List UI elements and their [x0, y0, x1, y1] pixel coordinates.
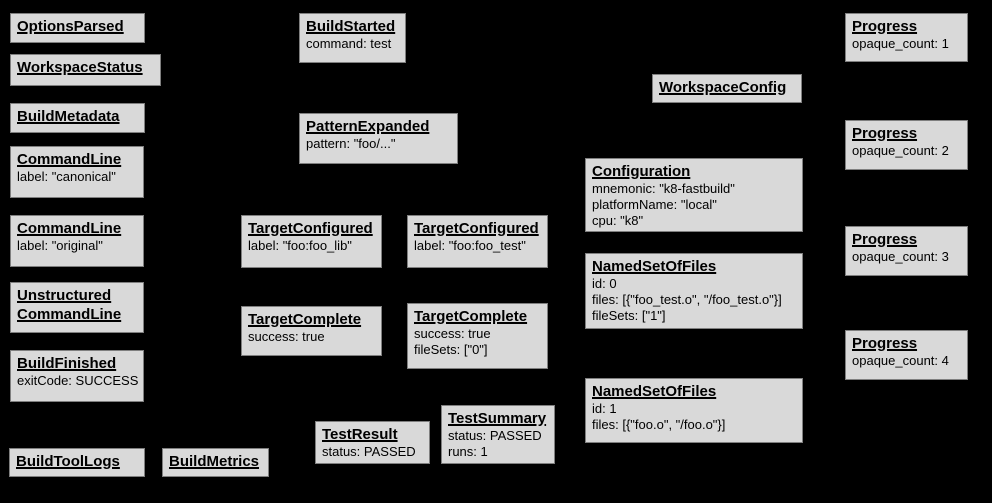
- node-buildstarted: BuildStarted command: test: [299, 13, 406, 63]
- node-title: TargetComplete: [414, 308, 528, 325]
- node-field: id: 0: [592, 276, 617, 291]
- node-field: exitCode: SUCCESS: [17, 373, 139, 388]
- node-title: Progress: [852, 335, 918, 352]
- node-optionsparsed: OptionsParsed: [10, 13, 145, 43]
- node-targetcomplete-foo-lib: TargetComplete success: true: [241, 306, 382, 356]
- node-title: WorkspaceConfig: [659, 79, 787, 96]
- node-field: label: "canonical": [17, 169, 116, 184]
- node-title: BuildMetadata: [17, 108, 120, 125]
- node-title: CommandLine: [17, 151, 122, 168]
- node-field: fileSets: ["0"]: [414, 342, 488, 357]
- node-field: opaque_count: 3: [852, 249, 949, 264]
- node-title: NamedSetOfFiles: [592, 258, 717, 275]
- node-title: CommandLine: [17, 220, 122, 237]
- node-title: BuildStarted: [306, 18, 396, 35]
- node-field: status: PASSED: [322, 444, 416, 459]
- node-title: TargetConfigured: [248, 220, 373, 237]
- node-field: mnemonic: "k8-fastbuild": [592, 181, 735, 196]
- node-title: Progress: [852, 125, 918, 142]
- node-commandline-original: CommandLine label: "original": [10, 215, 144, 267]
- node-field: label: "foo:foo_lib": [248, 238, 352, 253]
- node-field: files: [{"foo_test.o", "/foo_test.o"}]: [592, 292, 782, 307]
- node-configuration: Configuration mnemonic: "k8-fastbuild" p…: [585, 158, 803, 232]
- node-testsummary: TestSummary status: PASSED runs: 1: [441, 405, 555, 464]
- node-progress-3: Progress opaque_count: 3: [845, 226, 968, 276]
- node-namedsetoffiles-0: NamedSetOfFiles id: 0 files: [{"foo_test…: [585, 253, 803, 329]
- node-field: platformName: "local": [592, 197, 717, 212]
- node-field: opaque_count: 1: [852, 36, 949, 51]
- node-title: BuildToolLogs: [16, 453, 120, 470]
- node-progress-2: Progress opaque_count: 2: [845, 120, 968, 170]
- node-title: NamedSetOfFiles: [592, 383, 717, 400]
- node-buildmetrics: BuildMetrics: [162, 448, 269, 477]
- node-field: files: [{"foo.o", "/foo.o"}]: [592, 417, 726, 432]
- node-workspaceconfig: WorkspaceConfig: [652, 74, 802, 103]
- node-field: success: true: [248, 329, 325, 344]
- node-title: WorkspaceStatus: [17, 59, 143, 76]
- node-title: Configuration: [592, 163, 691, 180]
- node-testresult: TestResult status: PASSED: [315, 421, 430, 464]
- node-field: fileSets: ["1"]: [592, 308, 666, 323]
- node-title: Unstructured CommandLine: [17, 287, 122, 323]
- node-targetcomplete-foo-test: TargetComplete success: true fileSets: […: [407, 303, 548, 369]
- node-title: TestResult: [322, 426, 398, 443]
- node-field: command: test: [306, 36, 392, 51]
- node-field: status: PASSED: [448, 428, 542, 443]
- node-targetconfigured-foo-lib: TargetConfigured label: "foo:foo_lib": [241, 215, 382, 268]
- node-title: BuildFinished: [17, 355, 117, 372]
- node-field: opaque_count: 2: [852, 143, 949, 158]
- node-field: id: 1: [592, 401, 617, 416]
- node-title: Progress: [852, 231, 918, 248]
- node-field: runs: 1: [448, 444, 488, 459]
- node-title: Progress: [852, 18, 918, 35]
- node-title: TargetConfigured: [414, 220, 539, 237]
- node-buildmetadata: BuildMetadata: [10, 103, 145, 133]
- node-buildfinished: BuildFinished exitCode: SUCCESS: [10, 350, 144, 402]
- node-field: label: "foo:foo_test": [414, 238, 526, 253]
- node-buildtoollogs: BuildToolLogs: [9, 448, 145, 477]
- node-patternexpanded: PatternExpanded pattern: "foo/...": [299, 113, 458, 164]
- node-field: label: "original": [17, 238, 103, 253]
- node-title: BuildMetrics: [169, 453, 260, 470]
- node-field: cpu: "k8": [592, 213, 644, 228]
- node-progress-1: Progress opaque_count: 1: [845, 13, 968, 62]
- node-workspacestatus: WorkspaceStatus: [10, 54, 161, 86]
- node-field: opaque_count: 4: [852, 353, 949, 368]
- node-commandline-canonical: CommandLine label: "canonical": [10, 146, 144, 198]
- node-title: TestSummary: [448, 410, 547, 427]
- node-targetconfigured-foo-test: TargetConfigured label: "foo:foo_test": [407, 215, 548, 268]
- node-field: pattern: "foo/...": [306, 136, 396, 151]
- node-title: PatternExpanded: [306, 118, 430, 135]
- node-title: TargetComplete: [248, 311, 362, 328]
- node-unstructuredcommandline: Unstructured CommandLine: [10, 282, 144, 333]
- node-field: success: true: [414, 326, 491, 341]
- node-namedsetoffiles-1: NamedSetOfFiles id: 1 files: [{"foo.o", …: [585, 378, 803, 443]
- node-progress-4: Progress opaque_count: 4: [845, 330, 968, 380]
- node-title: OptionsParsed: [17, 18, 124, 35]
